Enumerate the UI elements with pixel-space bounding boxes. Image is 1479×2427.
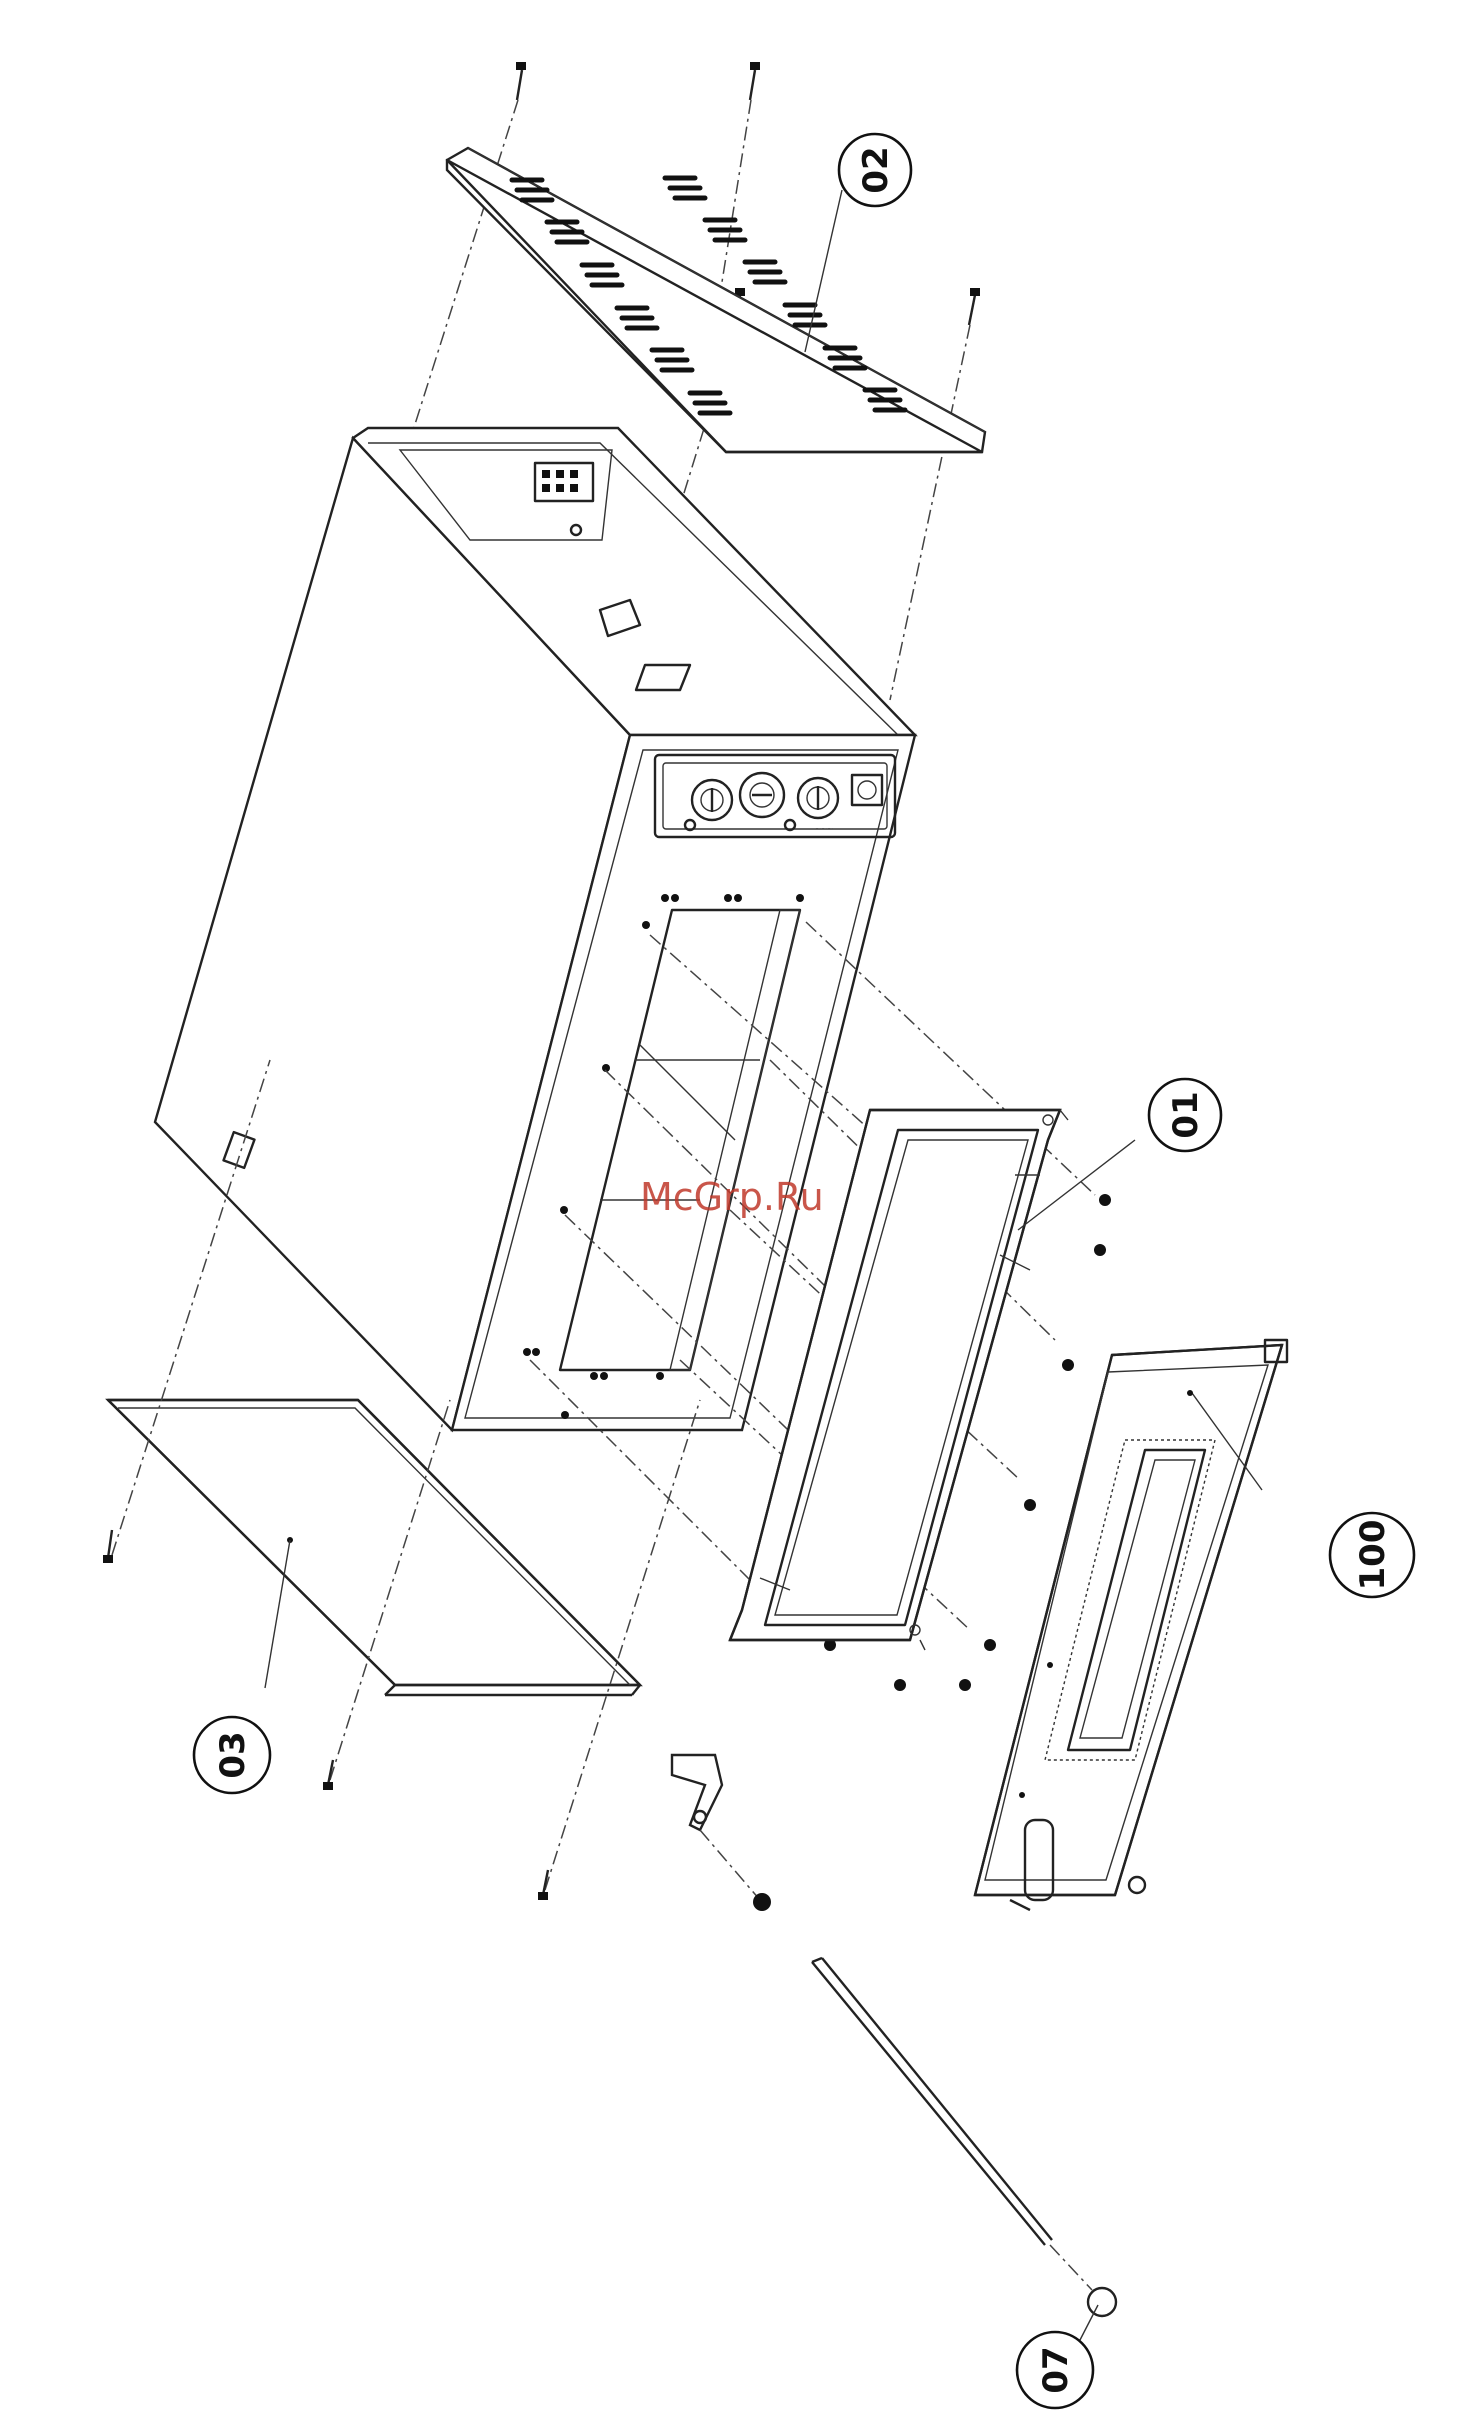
callout-100: 100 <box>1330 1513 1414 1597</box>
part-100-door <box>975 1340 1287 1910</box>
callout-label-02: 02 <box>856 146 896 193</box>
callout-label-07: 07 <box>1036 2346 1076 2393</box>
part-02-vented-panel <box>447 148 985 452</box>
screw-icon <box>969 288 980 325</box>
callout-01: 01 <box>1149 1079 1221 1151</box>
screw-icon <box>516 62 526 100</box>
callout-03: 03 <box>194 1717 270 1793</box>
main-housing: ~~~ <box>155 428 915 1430</box>
watermark-text: McGrp.Ru <box>640 1175 824 1219</box>
svg-text:~~~: ~~~ <box>815 824 833 835</box>
part-03-side-panel <box>108 1400 640 1695</box>
callout-02: 02 <box>839 134 911 206</box>
screw-icon <box>750 62 760 100</box>
callout-label-100: 100 <box>1353 1520 1393 1591</box>
callout-07: 07 <box>1017 2332 1093 2408</box>
callout-label-03: 03 <box>213 1731 253 1778</box>
callout-label-01: 01 <box>1166 1091 1206 1138</box>
